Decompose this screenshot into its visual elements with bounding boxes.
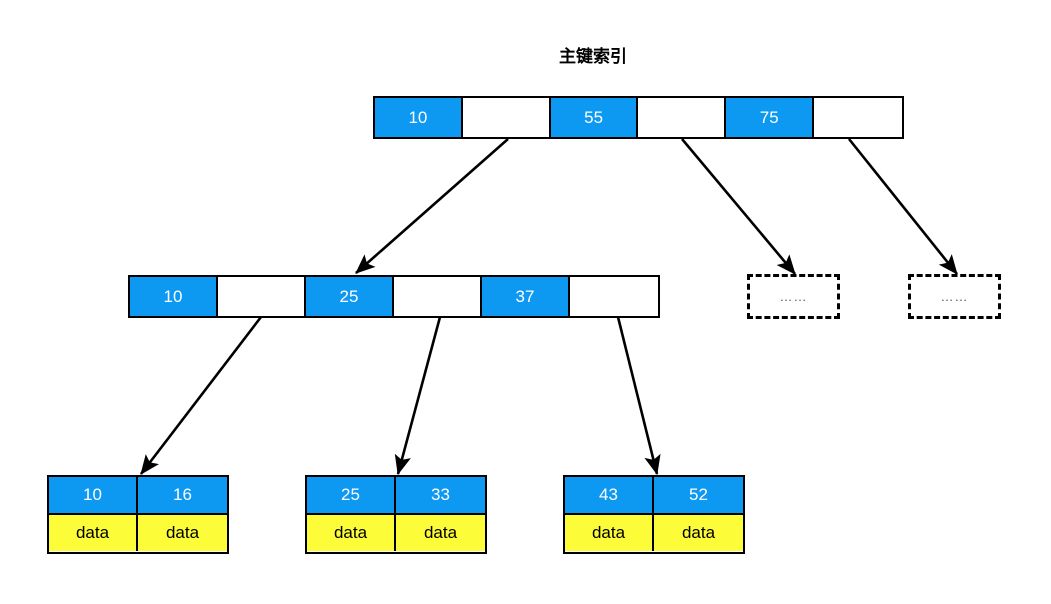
placeholder-node-1: …… — [747, 274, 840, 319]
leaf-node-2-data-cell-2[interactable]: data — [396, 515, 485, 551]
root-node-key-cell-5[interactable]: 75 — [726, 98, 815, 137]
arrow-branch-cell-4-to-leaf-node-2 — [394, 316, 442, 476]
branch-node-pointer-cell-4[interactable] — [394, 277, 482, 316]
root-node-pointer-cell-6[interactable] — [814, 98, 902, 137]
branch-node-key-cell-5[interactable]: 37 — [482, 277, 570, 316]
branch-node-pointer-cell-6[interactable] — [570, 277, 658, 316]
arrow-root-cell-2-to-branch-node-cell-25 — [355, 138, 509, 274]
leaf-node-1-key-cell-2[interactable]: 16 — [138, 477, 227, 513]
branch-node-pointer-cell-2[interactable] — [218, 277, 306, 316]
arrow-root-cell-6-to-placeholder-2 — [847, 138, 959, 275]
leaf-node-1-data-cell-1[interactable]: data — [49, 515, 138, 551]
branch-node-key-cell-3[interactable]: 25 — [306, 277, 394, 316]
arrow-branch-cell-2-to-leaf-node-1 — [139, 316, 263, 475]
leaf-node-2-key-cell-2[interactable]: 33 — [396, 477, 485, 513]
branch-index-node[interactable]: 10 25 37 — [128, 275, 660, 318]
leaf-node-3-key-cell-1[interactable]: 43 — [565, 477, 654, 513]
root-node-key-cell-1[interactable]: 10 — [375, 98, 463, 137]
placeholder-label: …… — [940, 289, 969, 304]
page-title: 主键索引 — [559, 47, 627, 66]
root-node-key-cell-3[interactable]: 55 — [550, 98, 639, 137]
leaf-node-3-data-cell-2[interactable]: data — [654, 515, 743, 551]
placeholder-node-2: …… — [908, 274, 1001, 319]
root-node-pointer-cell-2[interactable] — [462, 98, 551, 137]
leaf-node-1-data-cell-2[interactable]: data — [138, 515, 227, 551]
leaf-node-2-data-cell-1[interactable]: data — [307, 515, 396, 551]
root-node-pointer-cell-4[interactable] — [638, 98, 727, 137]
leaf-node-3-key-cell-2[interactable]: 52 — [654, 477, 743, 513]
leaf-node-3-data-cell-1[interactable]: data — [565, 515, 654, 551]
placeholder-label: …… — [779, 289, 808, 304]
arrow-root-cell-4-to-placeholder-1 — [681, 138, 796, 275]
leaf-node-2-key-cell-1[interactable]: 25 — [307, 477, 396, 513]
root-index-node[interactable]: 10 55 75 — [373, 96, 904, 139]
branch-node-key-cell-1[interactable]: 10 — [130, 277, 218, 316]
leaf-node-1-key-cell-1[interactable]: 10 — [49, 477, 138, 513]
arrow-branch-cell-6-to-leaf-node-3 — [616, 316, 661, 476]
